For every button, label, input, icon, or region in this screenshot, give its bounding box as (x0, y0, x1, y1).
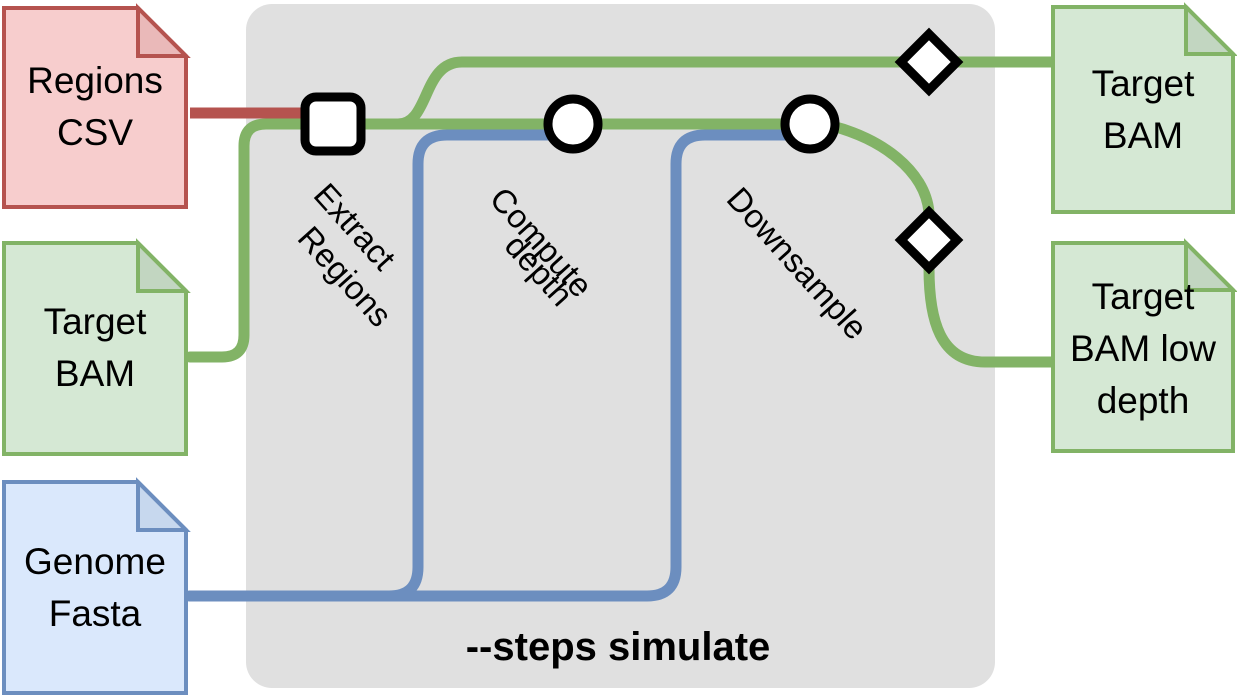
doc-genome-fasta-shape (2, 480, 188, 695)
doc-target-bam-low-depth[interactable]: Target BAM low depth (1051, 238, 1237, 453)
steps-group-panel (246, 4, 995, 688)
doc-target-bam-output[interactable]: Target BAM (1051, 2, 1237, 214)
doc-target-bam-low-depth-fold (1184, 238, 1237, 292)
doc-genome-fasta-label-line1: Genome (24, 541, 166, 582)
doc-regions-csv[interactable]: Regions CSV (2, 3, 191, 209)
doc-regions-csv-fold (136, 3, 191, 58)
edge-bam-to-extract (184, 118, 339, 363)
doc-target-bam-output-label-line2: BAM (1103, 115, 1183, 156)
doc-target-bam-input-fold (136, 238, 191, 293)
doc-target-bam-input[interactable]: Target BAM (2, 238, 191, 456)
doc-target-bam-low-depth-label-line3: depth (1097, 380, 1190, 421)
node-junction-bottom[interactable] (894, 205, 964, 275)
node-junction-top[interactable] (894, 27, 964, 97)
steps-group-label: --steps simulate (466, 625, 771, 669)
edge-downsample-to-junction-bottom (826, 120, 935, 218)
edge-junction-bottom-to-output (923, 262, 1059, 368)
edge-fasta-to-downsample (184, 129, 795, 602)
doc-genome-fasta-fold (136, 477, 191, 532)
doc-genome-fasta-label-line2: Fasta (49, 593, 142, 634)
doc-target-bam-input-shape (2, 241, 188, 456)
doc-target-bam-input-label-line1: Target (44, 301, 148, 342)
node-compute-depth-shape (543, 94, 603, 154)
doc-target-bam-output-fold (1184, 2, 1237, 56)
doc-target-bam-low-depth-label-line2: BAM low (1070, 328, 1216, 369)
doc-target-bam-output-shape (1051, 5, 1235, 214)
node-downsample-shape (780, 94, 840, 154)
doc-target-bam-output-label-line1: Target (1092, 63, 1196, 104)
node-extract-regions-shape (300, 92, 366, 156)
doc-regions-csv-label-line1: Regions (27, 60, 163, 101)
doc-target-bam-input-label-line2: BAM (55, 353, 135, 394)
doc-target-bam-low-depth-shape (1051, 241, 1235, 453)
node-junction-top-shape (894, 27, 964, 97)
doc-target-bam-low-depth-label-line1: Target (1092, 276, 1196, 317)
doc-regions-csv-label-line2: CSV (57, 112, 133, 153)
node-junction-bottom-shape (894, 205, 964, 275)
doc-genome-fasta[interactable]: Genome Fasta (2, 477, 191, 695)
